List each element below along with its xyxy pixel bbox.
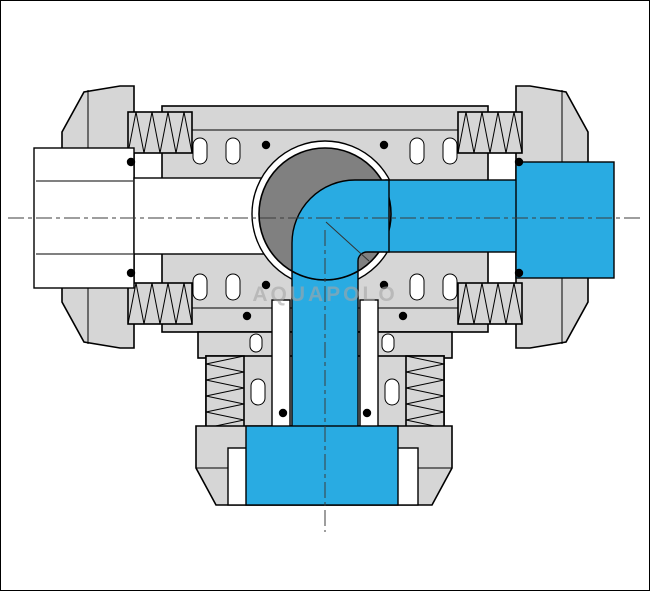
o-ring-seal (379, 280, 389, 290)
o-ring-seal (278, 408, 288, 418)
lightening-slot (225, 273, 241, 301)
o-ring-seal (242, 311, 252, 321)
bottom-port-flow (227, 239, 419, 506)
left-channel (133, 177, 265, 255)
thread-band (127, 282, 193, 325)
right-port-flow (385, 161, 615, 279)
left-thread-bottom (127, 282, 193, 325)
lightening-slot (249, 333, 263, 353)
left-pipe-bore-lines (36, 180, 133, 255)
right-thread-bottom (457, 282, 523, 325)
ball-position-indicator-line (325, 221, 370, 262)
thread-zigzag (205, 355, 245, 429)
right-channel (385, 179, 519, 253)
left-thread-top (127, 111, 193, 154)
ball-assembly (258, 147, 392, 281)
thread-band (457, 111, 523, 154)
thread-band (457, 282, 523, 325)
lightening-slot (442, 273, 458, 301)
lightening-slot (409, 137, 425, 165)
o-ring-seal (126, 157, 136, 167)
thread-zigzag (457, 282, 523, 325)
thread-zigzag (405, 355, 445, 429)
lightening-slot (381, 333, 395, 353)
thread-zigzag (457, 111, 523, 154)
o-ring-seal (514, 157, 524, 167)
ball-l-port (291, 179, 390, 281)
o-ring-seal (362, 408, 372, 418)
lightening-slot (442, 137, 458, 165)
thread-band (127, 111, 193, 154)
right-thread-top (457, 111, 523, 154)
body-slots (192, 137, 458, 406)
thread-zigzag (127, 282, 193, 325)
o-ring-seal (261, 280, 271, 290)
o-ring-seal (398, 311, 408, 321)
right-pipe-socket (515, 161, 615, 279)
o-ring-seal (126, 268, 136, 278)
branch-thread-left (205, 355, 245, 429)
o-ring-seal (379, 140, 389, 150)
bottom-channel-wall-right (359, 299, 379, 429)
o-ring-seals (126, 140, 524, 418)
lightening-slot (192, 273, 208, 301)
o-ring-seal (261, 140, 271, 150)
o-ring-seal (514, 268, 524, 278)
lightening-slot (192, 137, 208, 165)
lightening-slot (250, 378, 266, 406)
bottom-channel-wall-left (271, 299, 291, 429)
lightening-slot (409, 273, 425, 301)
bottom-pipe-socket (245, 425, 399, 506)
watermark-text: AQUAPOLO (252, 283, 397, 306)
thread-zigzag (127, 111, 193, 154)
lightening-slot (225, 137, 241, 165)
lightening-slot (384, 378, 400, 406)
branch-thread-right (405, 355, 445, 429)
